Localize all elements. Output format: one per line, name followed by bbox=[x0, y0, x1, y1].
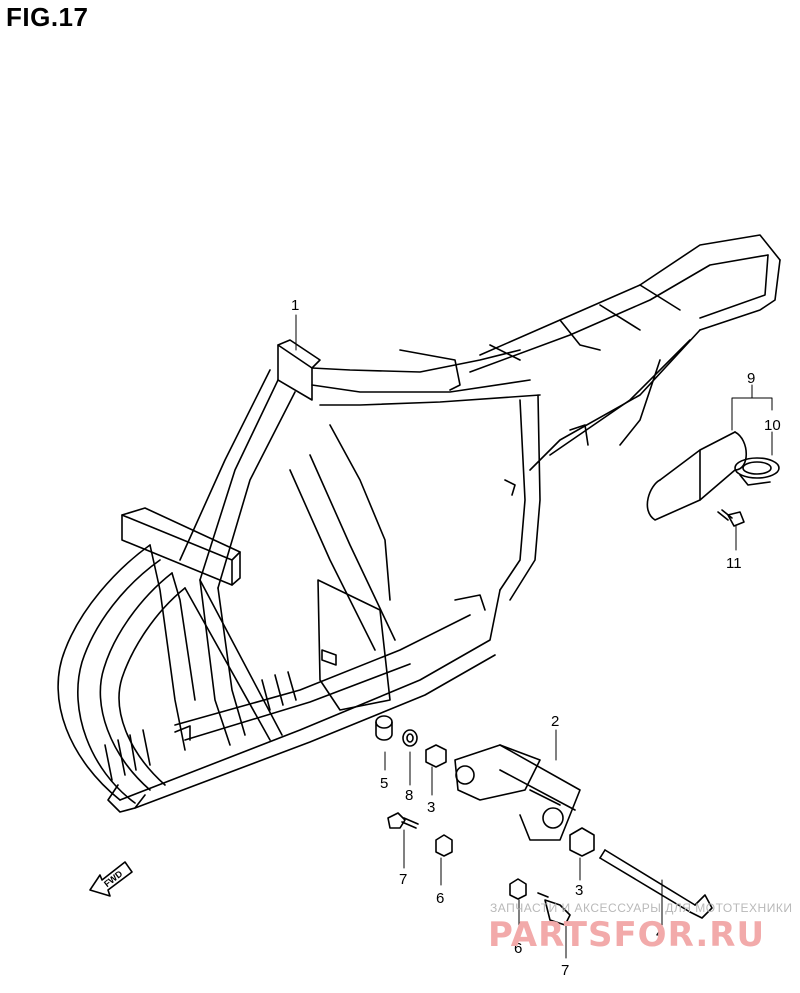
callout-3: 3 bbox=[427, 799, 435, 816]
watermark-brand: PARTSFOR.RU bbox=[488, 915, 765, 955]
engine-mount-bracket bbox=[454, 744, 581, 841]
hardware-items bbox=[375, 509, 745, 926]
callout-1: 1 bbox=[291, 297, 299, 314]
callout-11: 11 bbox=[726, 555, 742, 572]
leader-lines bbox=[295, 314, 773, 959]
long-bolt bbox=[599, 849, 713, 919]
fwd-arrow-icon bbox=[89, 861, 133, 897]
callout-5: 5 bbox=[380, 775, 388, 792]
callout-6: 6 bbox=[514, 940, 522, 957]
callout-8: 8 bbox=[405, 787, 413, 804]
callout-7: 7 bbox=[399, 871, 407, 888]
callout-7: 7 bbox=[561, 962, 569, 979]
main-frame bbox=[57, 234, 781, 813]
callout-2: 2 bbox=[551, 713, 559, 730]
callout-4: 4 bbox=[656, 925, 664, 942]
muffler bbox=[646, 431, 780, 521]
callout-6: 6 bbox=[436, 890, 444, 907]
callout-3: 3 bbox=[575, 882, 583, 899]
callout-9: 9 bbox=[747, 370, 755, 387]
watermark: ЗАПЧАСТИ И АКСЕССУАРЫ ДЛЯ МОТОТЕХНИКИ PA… bbox=[488, 901, 792, 955]
callout-10: 10 bbox=[764, 417, 781, 434]
callout-labels: 1 2 3 3 4 5 6 6 7 7 8 9 10 11 bbox=[291, 297, 781, 979]
figure-title: FIG.17 bbox=[6, 2, 89, 32]
watermark-tagline: ЗАПЧАСТИ И АКСЕССУАРЫ ДЛЯ МОТОТЕХНИКИ bbox=[490, 901, 792, 915]
